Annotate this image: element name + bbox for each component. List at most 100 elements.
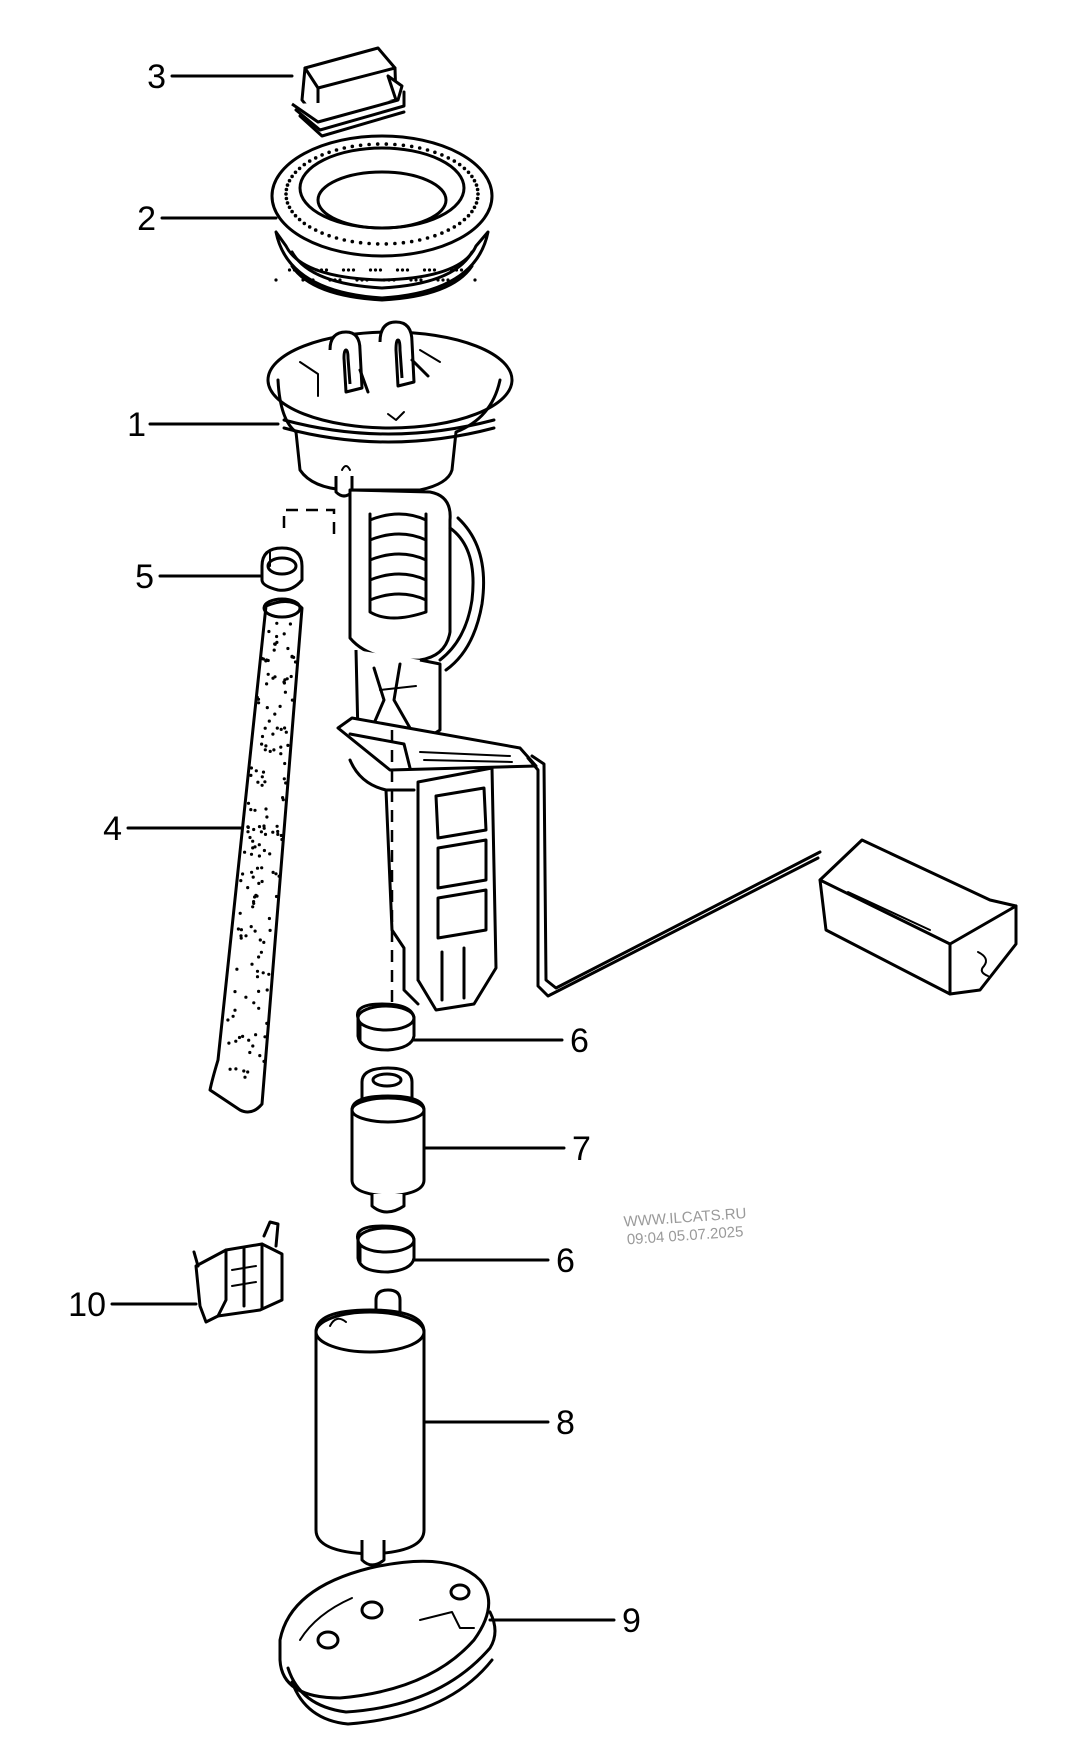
- hose-dot: [273, 642, 277, 646]
- hose-dot: [233, 990, 237, 994]
- ring-dot: [365, 278, 369, 282]
- hose-dot: [262, 824, 266, 828]
- hose-dot: [279, 727, 283, 732]
- hose-dot: [246, 886, 250, 890]
- hose-dot: [254, 1033, 258, 1037]
- hose-dot: [247, 1038, 251, 1042]
- ring-dot: [474, 201, 479, 205]
- hose-dot: [255, 894, 259, 898]
- part-1-pump-flange: [266, 320, 514, 498]
- hose-dot: [259, 830, 263, 834]
- hose-dot: [276, 832, 280, 837]
- hose-dot: [246, 830, 250, 834]
- leader-lines: [110, 74, 616, 1622]
- hose-texture-dots: [226, 621, 298, 1079]
- ring-dot: [346, 268, 351, 272]
- hose-dot: [250, 962, 254, 966]
- hose-dot: [257, 843, 261, 847]
- ring-texture-dots: [274, 142, 480, 282]
- ring-dot: [327, 150, 331, 155]
- ring-dot: [358, 143, 363, 148]
- ring-dot: [417, 238, 422, 242]
- hose-dot: [268, 928, 272, 933]
- hose-dot: [243, 850, 247, 854]
- hose-dot: [267, 972, 271, 976]
- ring-dot: [475, 187, 480, 192]
- ring-dot: [452, 159, 457, 163]
- hose-dot: [249, 773, 253, 778]
- hose-dot: [265, 1021, 269, 1025]
- fuel-level-float: [818, 838, 1018, 996]
- hose-dot: [278, 704, 282, 709]
- hose-dot: [244, 934, 248, 938]
- hose-dot: [249, 852, 254, 856]
- hose-dot: [281, 796, 285, 800]
- ring-dot: [284, 196, 289, 201]
- hose-dot: [275, 824, 279, 828]
- ring-dot: [401, 240, 406, 245]
- hose-dot: [266, 658, 270, 663]
- hose-dot: [251, 839, 255, 843]
- ring-dot: [342, 146, 347, 150]
- pump-body-assembly: [336, 488, 822, 1012]
- hose-dot: [239, 934, 243, 938]
- ring-dot: [392, 278, 396, 282]
- hose-dot: [261, 657, 265, 661]
- hose-dot: [257, 881, 261, 886]
- ring-dot: [358, 240, 363, 245]
- ring-dot: [470, 174, 474, 179]
- callout-5: 5: [135, 558, 154, 596]
- hose-dot: [257, 825, 262, 829]
- ring-dot: [433, 150, 437, 155]
- ring-dot: [446, 156, 451, 160]
- ring-dot: [342, 238, 347, 242]
- ring-dot: [440, 231, 444, 235]
- ring-dot: [419, 278, 423, 282]
- ring-dot: [338, 278, 342, 282]
- hose-dot: [277, 874, 281, 878]
- ring-dot: [368, 268, 373, 272]
- ring-dot: [367, 142, 371, 147]
- hose-dot: [244, 995, 248, 999]
- hose-dot: [263, 832, 268, 837]
- hose-dot: [260, 783, 264, 787]
- ring-dot: [409, 239, 414, 244]
- callout-2: 2: [137, 200, 156, 238]
- hose-dot: [255, 969, 260, 973]
- hose-dot: [256, 780, 260, 784]
- callout-labels: 3 2 1 5 4 6 7 6 8 9 10: [68, 58, 641, 1640]
- ring-dot: [470, 209, 474, 214]
- hose-dot: [286, 646, 290, 651]
- hose-dot: [273, 712, 277, 716]
- hose-dot: [255, 695, 259, 700]
- ring-dot: [474, 183, 479, 187]
- part-4-fuel-hose: [208, 597, 304, 1114]
- hose-dot: [248, 835, 252, 840]
- callout-1: 1: [127, 406, 146, 444]
- hose-dot: [257, 1006, 261, 1010]
- hose-dot: [243, 1075, 247, 1079]
- hose-dot: [260, 734, 265, 739]
- hose-dot: [254, 769, 258, 773]
- callout-9: 9: [622, 1602, 641, 1640]
- hose-dot: [255, 975, 260, 979]
- hose-dot: [260, 879, 264, 884]
- hose-dot: [235, 967, 239, 971]
- hose-dot: [271, 870, 275, 875]
- hose-dot: [241, 1034, 245, 1038]
- hose-dot: [279, 745, 283, 749]
- ring-dot: [293, 170, 298, 175]
- ring-dot: [432, 268, 437, 272]
- ring-dot: [313, 156, 318, 160]
- ring-dot: [333, 278, 337, 282]
- ring-dot: [297, 166, 302, 171]
- ring-dot: [400, 268, 405, 272]
- ring-dot: [382, 278, 386, 282]
- hose-dot: [267, 719, 271, 723]
- hose-dot: [265, 682, 269, 686]
- hose-dot: [246, 1070, 250, 1074]
- ring-dot: [274, 278, 278, 282]
- ring-dot: [287, 178, 292, 183]
- hose-dot: [268, 749, 272, 754]
- hose-dot: [263, 726, 267, 730]
